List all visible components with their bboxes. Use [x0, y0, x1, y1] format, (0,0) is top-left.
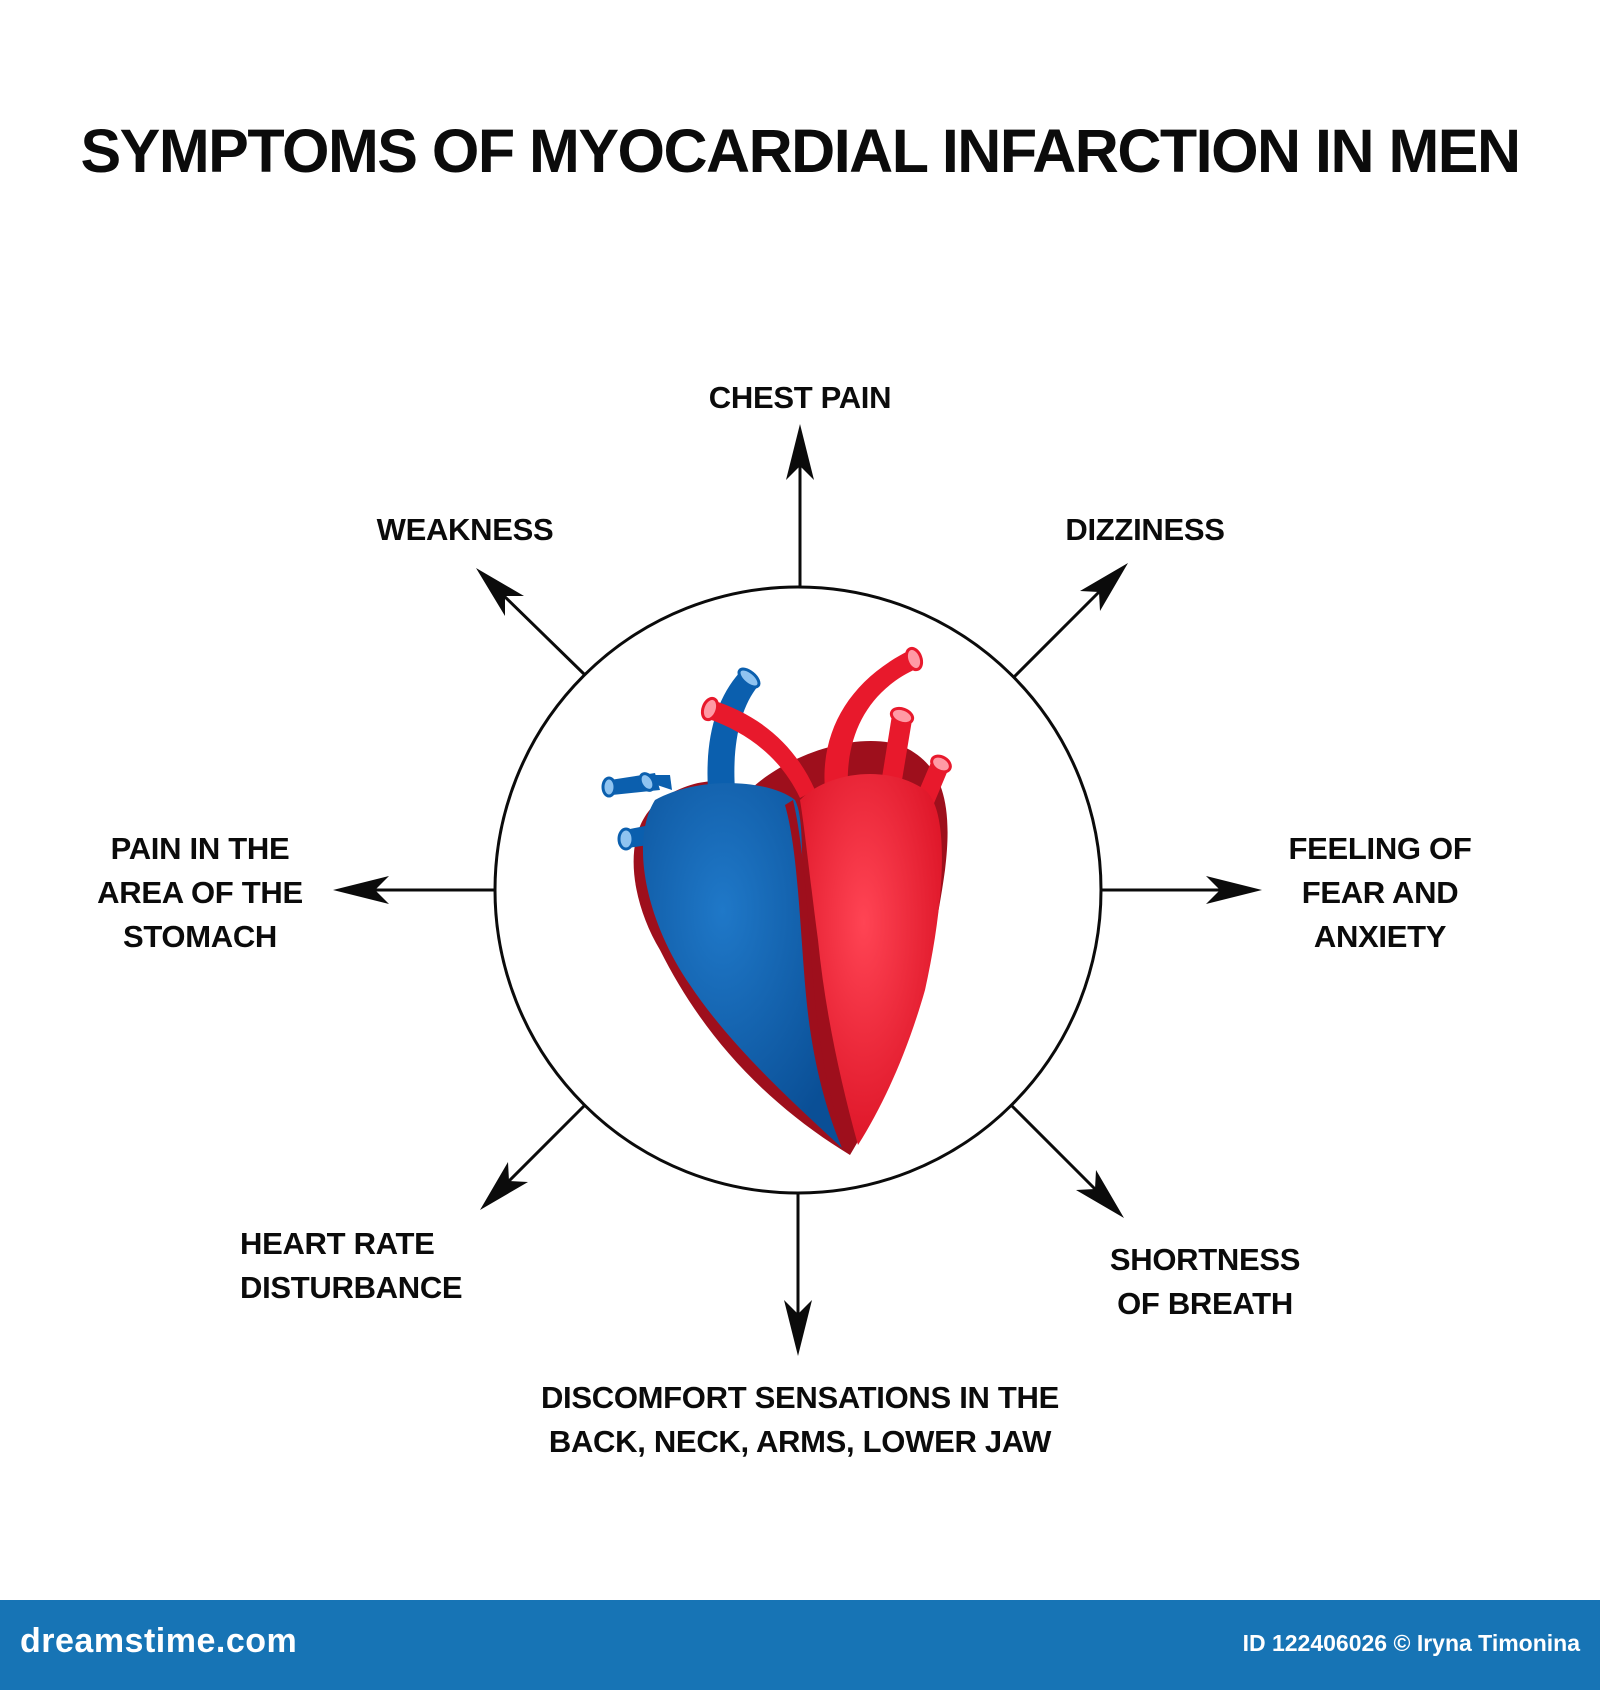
arrow-shortness-breath: [1010, 1104, 1124, 1218]
arrow-chest-pain: [786, 424, 814, 587]
symptom-label-line: AREA OF THE: [97, 875, 303, 910]
symptom-label-line: DISCOMFORT SENSATIONS IN THE: [540, 1380, 1060, 1415]
arrow-heart-rate: [480, 1104, 586, 1210]
symptom-label-line: STOMACH: [122, 919, 278, 954]
page-title: SYMPTOMS OF MYOCARDIAL INFARCTION IN MEN: [80, 117, 1521, 185]
symptom-label: DIZZINESS: [1065, 512, 1225, 547]
heart-icon: [601, 646, 952, 1155]
symptom-diagram: [333, 424, 1262, 1356]
arrow-stomach-pain: [333, 876, 495, 904]
symptom-label: WEAKNESS: [376, 512, 554, 547]
symptom-label-line: HEART RATE: [240, 1226, 435, 1261]
symptom-label-line: SHORTNESS: [1109, 1242, 1301, 1277]
symptom-label-line: PAIN IN THE: [110, 831, 290, 866]
arrow-discomfort: [784, 1193, 812, 1356]
symptom-label-line: ANXIETY: [1313, 919, 1447, 954]
symptom-discomfort: DISCOMFORT SENSATIONS IN THE BACK, NECK,…: [470, 1376, 1130, 1464]
symptom-heart-rate: HEART RATE DISTURBANCE: [240, 1222, 520, 1310]
footer-brand[interactable]: dreamstime.com: [20, 1622, 298, 1660]
symptom-label-line: FEAR AND: [1301, 875, 1459, 910]
symptom-chest-pain: CHEST PAIN: [650, 376, 950, 420]
symptom-weakness: WEAKNESS: [315, 508, 615, 552]
symptom-label-line: FEELING OF: [1288, 831, 1472, 866]
symptom-dizziness: DIZZINESS: [1005, 508, 1285, 552]
symptom-label: CHEST PAIN: [708, 380, 892, 415]
symptom-label-line: DISTURBANCE: [240, 1270, 463, 1305]
arrow-fear-anxiety: [1101, 876, 1262, 904]
symptom-label-line: OF BREATH: [1117, 1286, 1293, 1321]
symptom-stomach-pain: PAIN IN THE AREA OF THE STOMACH: [60, 827, 340, 959]
footer-bar: dreamstime.com ID 122406026 © Iryna Timo…: [0, 1600, 1600, 1690]
symptom-shortness-breath: SHORTNESS OF BREATH: [1075, 1238, 1335, 1326]
symptom-fear-anxiety: FEELING OF FEAR AND ANXIETY: [1240, 827, 1520, 959]
arrow-dizziness: [1012, 563, 1128, 679]
symptom-label-line: BACK, NECK, ARMS, LOWER JAW: [548, 1424, 1052, 1459]
arrow-weakness: [476, 568, 586, 676]
footer-credit: ID 122406026 © Iryna Timonina: [1242, 1630, 1580, 1656]
